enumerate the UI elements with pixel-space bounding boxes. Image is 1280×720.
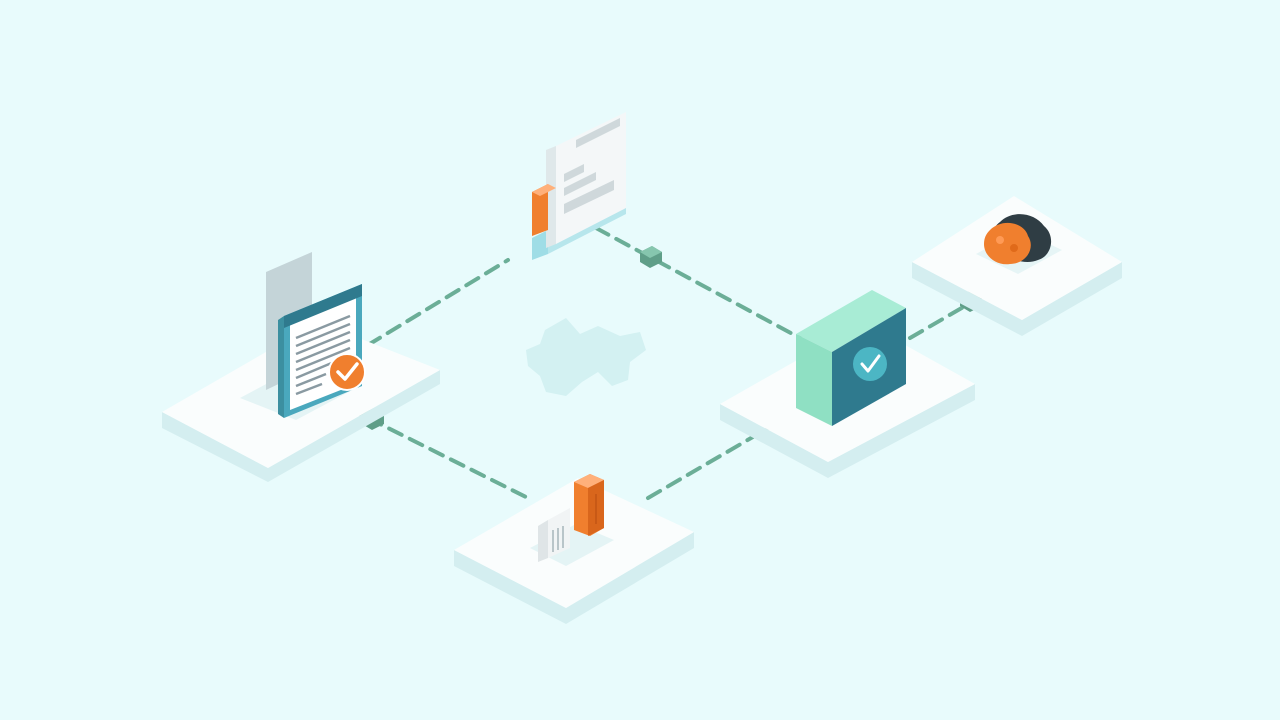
panel-bars bbox=[564, 118, 620, 214]
map-silhouette bbox=[526, 318, 646, 396]
check-badge-icon bbox=[328, 353, 366, 391]
document-lines bbox=[295, 314, 351, 396]
connector-document-to-panel bbox=[366, 258, 510, 347]
check-circle-icon bbox=[853, 347, 887, 381]
verified-block-icon[interactable] bbox=[796, 290, 906, 426]
storage-units-icon[interactable] bbox=[538, 474, 604, 562]
clip-icon bbox=[640, 246, 662, 268]
connector-block-to-resource bbox=[908, 300, 974, 340]
checked-document-icon[interactable] bbox=[266, 252, 366, 418]
data-panel-icon[interactable] bbox=[532, 112, 626, 260]
orange-blob-icon[interactable] bbox=[984, 214, 1052, 265]
connector-panel-to-block bbox=[594, 226, 802, 340]
